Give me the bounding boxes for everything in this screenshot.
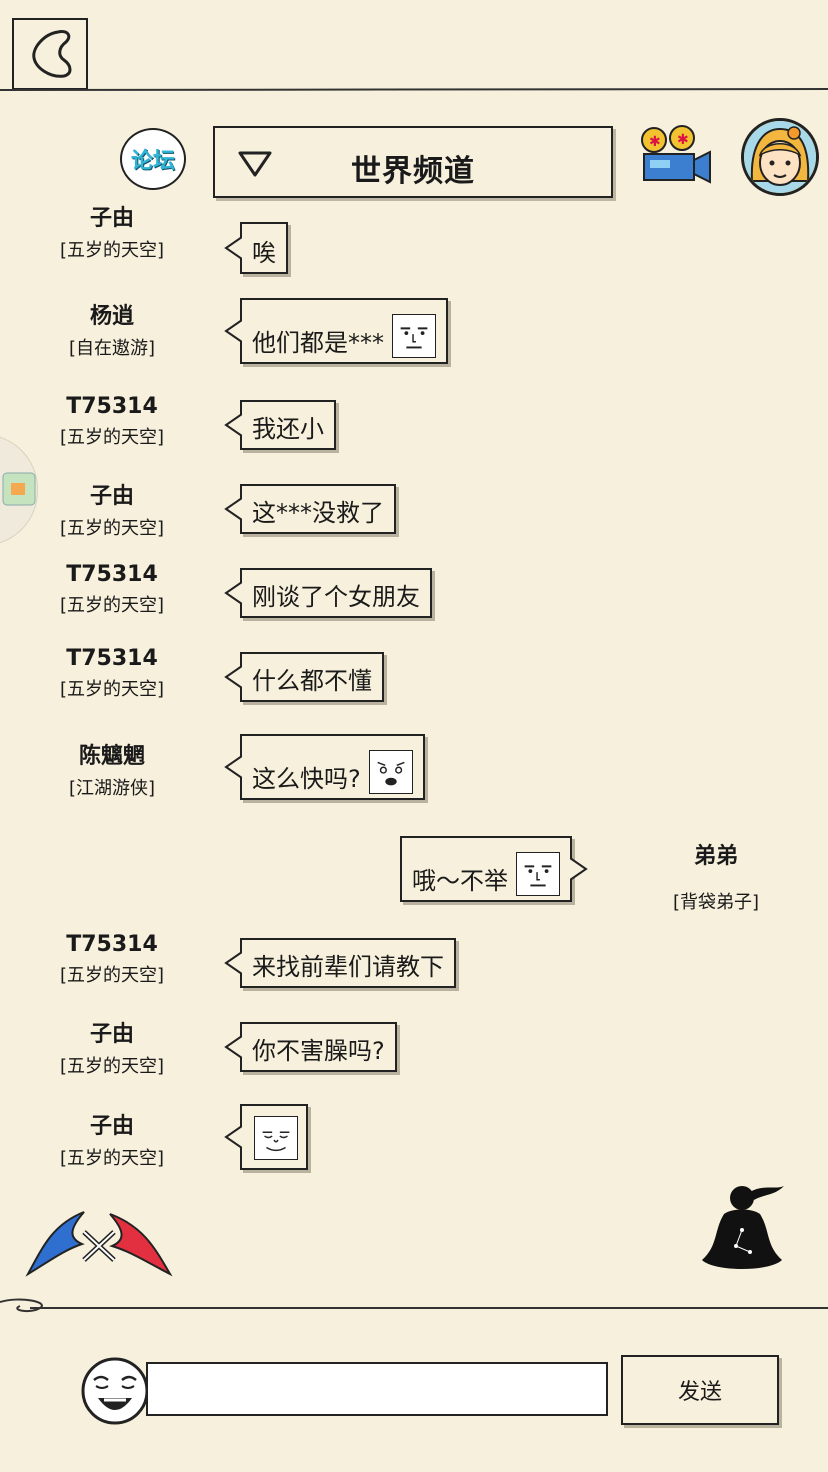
bubble-tail [224, 1035, 242, 1059]
sender-info: 子由 [五岁的天空] [12, 1108, 212, 1170]
back-button[interactable] [12, 18, 88, 90]
sender-info: T75314 [五岁的天空] [12, 932, 212, 987]
sender-title: [五岁的天空] [59, 679, 165, 700]
bubble-tail [224, 665, 242, 689]
top-divider [0, 88, 828, 91]
channel-title: 世界频道 [351, 154, 475, 189]
message-text: 唉 [252, 239, 276, 267]
sender-name[interactable]: T75314 [66, 646, 158, 671]
sender-info: 子由 [五岁的天空] [12, 1016, 212, 1078]
chat-message: 子由 [五岁的天空] 唉 [0, 206, 828, 276]
chat-message: T75314 [五岁的天空] 来找前辈们请教下 [0, 932, 828, 994]
dropdown-triangle-icon [238, 151, 272, 177]
message-bubble[interactable]: 哦～不举 [400, 836, 588, 902]
sender-info: 子由 [五岁的天空] [12, 206, 212, 262]
message-bubble[interactable] [224, 1104, 308, 1170]
svg-text:✱: ✱ [649, 134, 661, 150]
sender-info: T75314 [五岁的天空] [12, 394, 212, 449]
sender-title: [背袋弟子] [672, 892, 760, 913]
chat-message: 杨逍 [自在遨游] 他们都是*** [0, 298, 828, 368]
chat-message-own: 弟弟 [背袋弟子] 哦～不举 [0, 834, 828, 913]
message-bubble[interactable]: 他们都是*** [224, 298, 448, 364]
sender-name[interactable]: 子由 [89, 1114, 134, 1139]
battle-emblem-icon[interactable] [24, 1204, 174, 1280]
bubble-tail [224, 951, 242, 975]
sender-name[interactable]: 杨逍 [89, 304, 134, 329]
sender-name[interactable]: 子由 [89, 484, 134, 509]
message-text: 他们都是*** [252, 329, 384, 357]
smug-face-sticker-icon [516, 852, 560, 896]
message-text: 我还小 [252, 415, 324, 443]
bubble-tail [224, 413, 242, 437]
sender-info: T75314 [五岁的天空] [12, 562, 212, 617]
chat-input[interactable] [146, 1362, 608, 1416]
sender-name[interactable]: 陈魑魍 [78, 744, 145, 769]
message-bubble[interactable]: 唉 [224, 222, 288, 274]
emoji-picker-icon[interactable] [80, 1356, 150, 1426]
message-text: 来找前辈们请教下 [252, 953, 444, 981]
sleepy-face-sticker-icon [254, 1116, 298, 1160]
message-bubble[interactable]: 刚谈了个女朋友 [224, 568, 432, 618]
surprised-face-sticker-icon [368, 750, 413, 794]
sender-info: 弟弟 [背袋弟子] [616, 838, 816, 914]
chat-message: 陈魑魍 [江湖游侠] 这么快吗? [0, 734, 828, 804]
sender-title: [五岁的天空] [59, 240, 165, 261]
avatar-face-icon [744, 121, 816, 193]
smug-face-sticker-icon [392, 314, 436, 358]
bubble-tail [224, 755, 242, 779]
message-bubble[interactable]: 我还小 [224, 400, 336, 450]
message-text: 你不害臊吗? [252, 1037, 385, 1065]
sender-title: [五岁的天空] [59, 595, 165, 616]
sender-name[interactable]: T75314 [66, 562, 158, 587]
chat-message: T75314 [五岁的天空] 刚谈了个女朋友 [0, 562, 828, 624]
message-bubble[interactable]: 来找前辈们请教下 [224, 938, 456, 988]
chat-message: 子由 [五岁的天空] [0, 1104, 828, 1174]
message-text: 这***没救了 [252, 499, 384, 527]
message-text: 什么都不懂 [252, 667, 372, 695]
message-text: 刚谈了个女朋友 [252, 583, 420, 611]
bubble-tail [224, 497, 242, 521]
chat-message: 子由 [五岁的天空] 这***没救了 [0, 478, 828, 540]
send-button[interactable]: 发送 [621, 1355, 779, 1425]
forum-button[interactable]: 论坛 [120, 128, 186, 190]
user-avatar[interactable] [741, 118, 819, 196]
chat-message: T75314 [五岁的天空] 我还小 [0, 394, 828, 456]
sender-title: [江湖游侠] [68, 778, 156, 799]
chat-message: T75314 [五岁的天空] 什么都不懂 [0, 646, 828, 708]
chat-message: 子由 [五岁的天空] 你不害臊吗? [0, 1016, 828, 1078]
sender-info: 杨逍 [自在遨游] [12, 298, 212, 360]
sender-title: [自在遨游] [68, 338, 156, 359]
sender-name[interactable]: 子由 [89, 206, 134, 231]
bubble-tail [224, 581, 242, 605]
sender-title: [五岁的天空] [59, 965, 165, 986]
message-bubble[interactable]: 这么快吗? [224, 734, 425, 800]
sender-title: [五岁的天空] [59, 427, 165, 448]
bubble-tail [224, 1125, 242, 1149]
video-camera-icon[interactable]: ✱ ✱ [636, 124, 714, 188]
message-bubble[interactable]: 什么都不懂 [224, 652, 384, 702]
sender-name[interactable]: 弟弟 [693, 844, 738, 869]
message-text: 这么快吗? [252, 765, 361, 793]
sender-name[interactable]: T75314 [66, 932, 158, 957]
sender-title: [五岁的天空] [59, 518, 165, 539]
message-bubble[interactable]: 你不害臊吗? [224, 1022, 397, 1072]
sender-name[interactable]: T75314 [66, 394, 158, 419]
bottom-divider [0, 1298, 828, 1313]
bubble-tail [224, 319, 242, 343]
side-tab-icon [2, 472, 36, 506]
meditating-monk-icon[interactable] [694, 1180, 790, 1276]
sender-info: 子由 [五岁的天空] [12, 478, 212, 540]
sender-title: [五岁的天空] [59, 1148, 165, 1169]
sender-name[interactable]: 子由 [89, 1022, 134, 1047]
sender-info: T75314 [五岁的天空] [12, 646, 212, 701]
channel-selector[interactable]: 世界频道 [213, 126, 613, 198]
bubble-tail [224, 236, 242, 260]
message-bubble[interactable]: 这***没救了 [224, 484, 396, 534]
sender-info: 陈魑魍 [江湖游侠] [12, 738, 212, 800]
message-text: 哦～不举 [412, 867, 508, 895]
sender-title: [五岁的天空] [59, 1056, 165, 1077]
back-arrow-icon [32, 30, 72, 78]
bubble-tail [570, 857, 588, 881]
svg-text:✱: ✱ [677, 132, 689, 148]
